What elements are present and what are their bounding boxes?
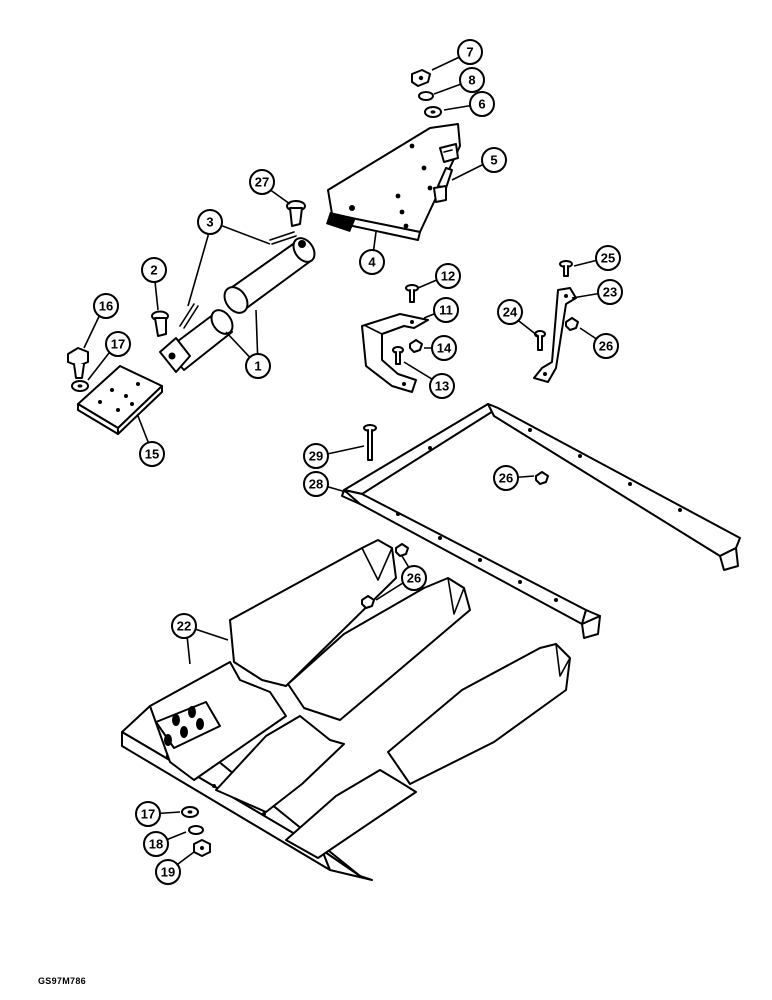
callout-19: 19 [155,859,181,885]
bolt-29 [363,424,377,461]
callout-26-middle: 26 [493,465,519,491]
callout-8: 8 [459,67,485,93]
svg-text:22: 22 [177,619,191,634]
svg-text:3: 3 [206,215,213,230]
callout-3: 3 [197,209,223,235]
callout-17-upper: 17 [105,331,131,357]
clevis-pin-27 [286,200,306,227]
mounting-bracket-plate [326,123,461,241]
callout-27: 27 [249,169,275,195]
svg-text:27: 27 [255,175,269,190]
svg-text:14: 14 [437,341,452,356]
svg-text:12: 12 [441,269,455,284]
svg-text:4: 4 [368,255,376,270]
svg-text:26: 26 [599,339,613,354]
frame-rail-right [285,643,571,859]
callout-29: 29 [303,443,329,469]
hydraulic-cylinder-body [223,237,316,314]
svg-text:23: 23 [603,285,617,300]
callout-5: 5 [481,147,507,173]
hydraulic-cylinder-rod-end [159,309,234,373]
callout-23: 23 [597,279,623,305]
svg-text:18: 18 [149,837,163,852]
figure-code: GS97M786 [38,976,86,986]
svg-text:13: 13 [435,379,449,394]
callout-14: 14 [431,335,457,361]
frame-rail-middle [215,577,471,813]
support-frame-28 [341,403,741,639]
callout-12: 12 [435,263,461,289]
svg-text:8: 8 [468,73,475,88]
cotter-pin-upper [269,231,297,245]
nut-26-middle [535,471,549,485]
nut-14 [409,339,423,353]
callout-13: 13 [429,373,455,399]
cotter-pin-lower [179,303,199,329]
hex-nut-19 [193,839,211,857]
callout-26-upper: 26 [593,333,619,359]
svg-text:26: 26 [407,571,421,586]
callout-11: 11 [433,297,459,323]
svg-text:6: 6 [478,97,485,112]
callout-17-lower: 17 [135,801,161,827]
flat-washer-6 [424,106,442,118]
callout-7: 7 [457,39,483,65]
washer-17-lower [181,806,199,818]
callout-22: 22 [171,613,197,639]
callout-16: 16 [93,293,119,319]
bolt-13 [392,346,404,365]
callout-26-lower: 26 [401,565,427,591]
hex-nut-7 [411,69,431,87]
washer-17-upper [71,380,89,392]
svg-text:2: 2 [150,263,157,278]
svg-text:19: 19 [161,865,175,880]
nut-26-lower-b [361,595,375,609]
bracket-23 [533,287,577,383]
callout-28: 28 [303,471,329,497]
bracket-clip [439,143,459,163]
nut-26-lower-a [395,543,409,557]
svg-text:17: 17 [141,807,155,822]
svg-text:5: 5 [490,153,497,168]
hex-bolt-5 [433,167,453,203]
svg-text:16: 16 [99,299,113,314]
svg-text:17: 17 [111,337,125,352]
lock-washer-8 [418,91,434,101]
callout-18: 18 [143,831,169,857]
callout-25: 25 [595,245,621,271]
lock-washer-18 [188,825,204,835]
svg-text:1: 1 [254,359,261,374]
callout-24: 24 [497,299,523,325]
svg-text:11: 11 [439,303,453,318]
screw-12 [405,284,419,303]
frame-rail-left [149,539,397,781]
callout-2: 2 [141,257,167,283]
svg-text:29: 29 [309,449,323,464]
svg-text:28: 28 [309,477,323,492]
mounting-plate-15 [77,365,163,435]
callout-6: 6 [469,91,495,117]
hex-bolt-16 [67,347,89,379]
clevis-pin-2 [151,310,169,337]
screw-25 [559,260,573,277]
svg-text:7: 7 [466,45,473,60]
callout-4: 4 [359,249,385,275]
nut-26-upper [565,317,579,331]
bracket-11 [361,313,429,393]
svg-text:25: 25 [601,251,615,266]
svg-text:24: 24 [503,305,518,320]
callout-1: 1 [245,353,271,379]
svg-text:15: 15 [145,447,159,462]
svg-text:26: 26 [499,471,513,486]
callout-15: 15 [139,441,165,467]
